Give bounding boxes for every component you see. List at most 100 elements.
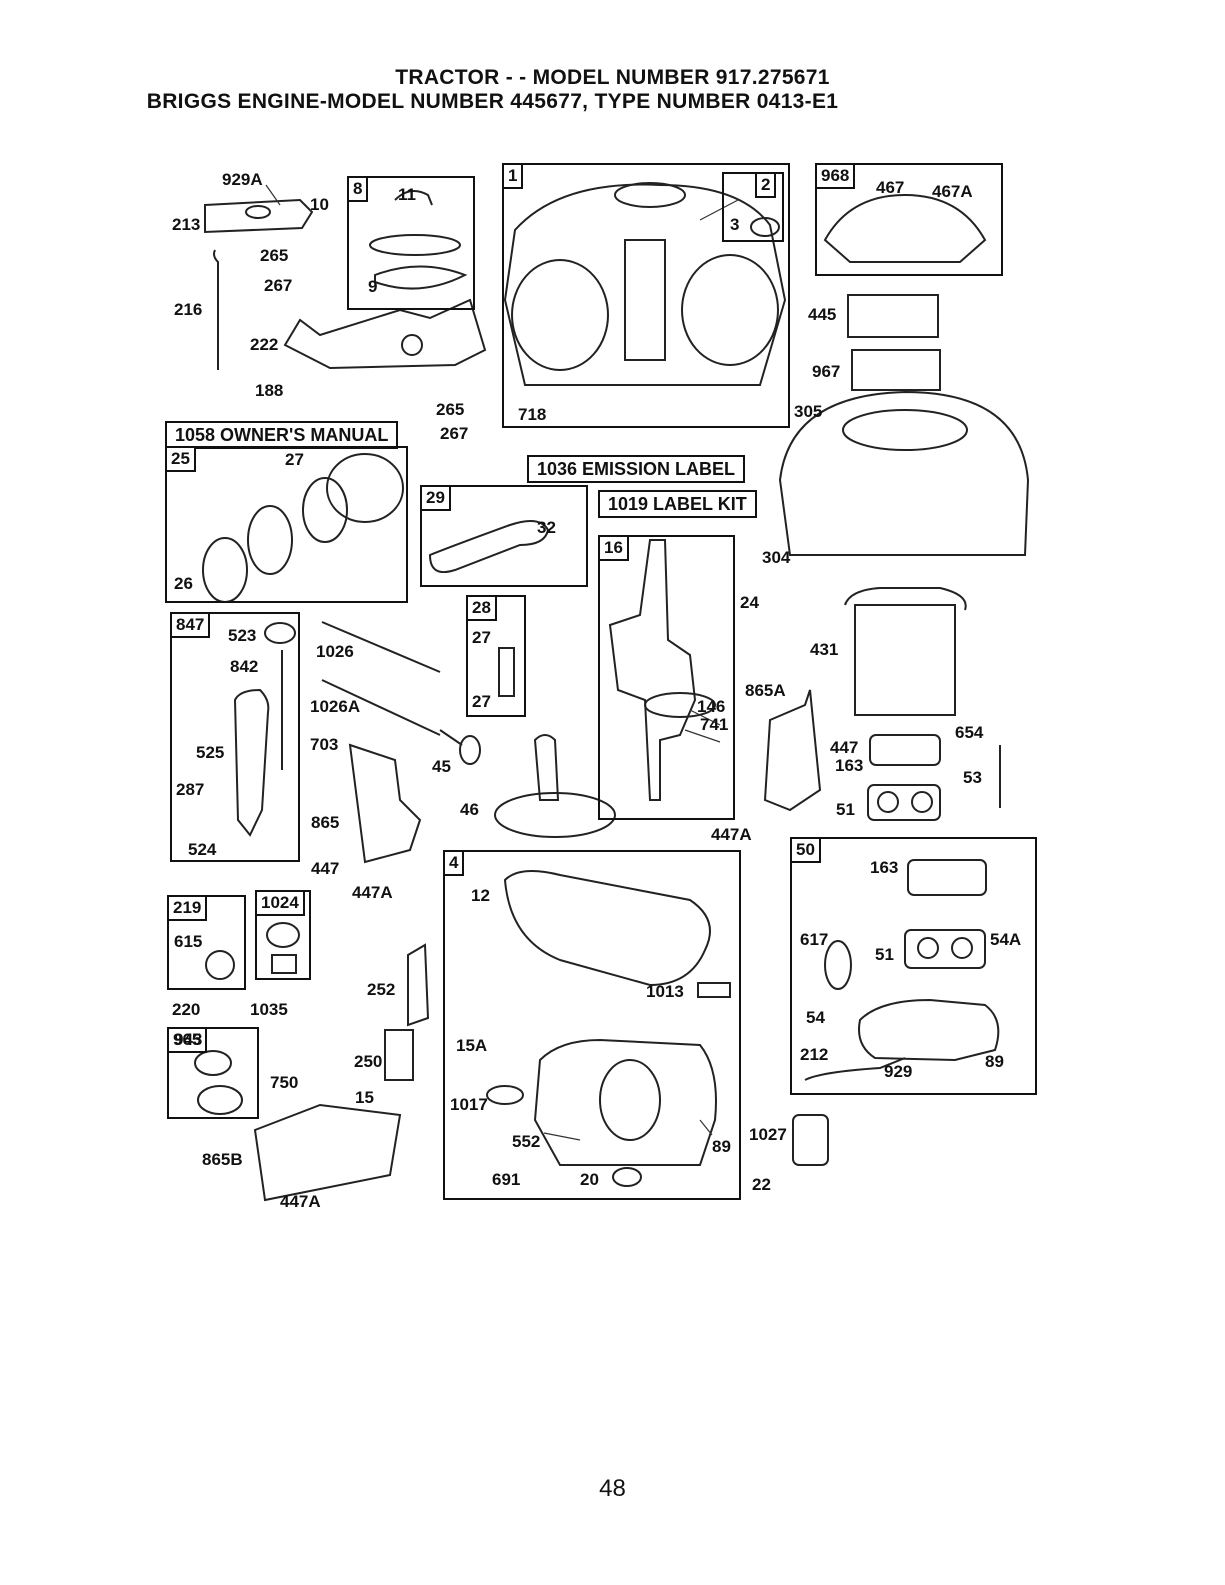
part-callout-54: 54 bbox=[806, 1008, 825, 1027]
part-callout-305: 305 bbox=[794, 402, 823, 421]
part-callout-525: 525 bbox=[196, 743, 225, 762]
part-callout-267-b: 267 bbox=[440, 424, 469, 443]
part-callout-51-a: 51 bbox=[836, 800, 855, 819]
kit-box-25 bbox=[165, 446, 408, 603]
kit-tag-25: 25 bbox=[165, 446, 196, 472]
part-callout-304: 304 bbox=[762, 548, 791, 567]
part-callout-26: 26 bbox=[174, 574, 193, 593]
page-number: 48 bbox=[599, 1475, 626, 1502]
kit-box-968 bbox=[815, 163, 1003, 276]
part-callout-213: 213 bbox=[172, 215, 201, 234]
part-callout-718: 718 bbox=[518, 405, 547, 424]
part-callout-943: 943 bbox=[174, 1030, 203, 1049]
part-callout-741: 741 bbox=[700, 715, 729, 734]
part-callout-447-a: 447 bbox=[830, 738, 859, 757]
part-callout-10: 10 bbox=[310, 195, 329, 214]
part-callout-1013: 1013 bbox=[646, 982, 684, 1001]
owners-manual-banner: 1058 OWNER'S MANUAL bbox=[165, 421, 399, 449]
part-callout-865b: 865B bbox=[202, 1150, 243, 1169]
part-callout-15a: 15A bbox=[456, 1036, 488, 1055]
part-callout-467a: 467A bbox=[932, 182, 973, 201]
part-callout-27-b: 27 bbox=[472, 628, 491, 647]
part-callout-615: 615 bbox=[174, 932, 203, 951]
part-callout-929: 929 bbox=[884, 1062, 913, 1081]
part-callout-12: 12 bbox=[471, 886, 490, 905]
part-callout-865a: 865A bbox=[745, 681, 786, 700]
part-callout-617: 617 bbox=[800, 930, 829, 949]
kit-tag-219: 219 bbox=[167, 895, 208, 921]
kit-tag-28: 28 bbox=[466, 595, 497, 621]
part-callout-750: 750 bbox=[270, 1073, 299, 1092]
kit-box-1 bbox=[502, 163, 790, 428]
part-callout-20: 20 bbox=[580, 1170, 599, 1189]
part-callout-447-b: 447 bbox=[311, 859, 340, 878]
part-callout-45: 45 bbox=[432, 757, 451, 776]
part-callout-51-b: 51 bbox=[875, 945, 894, 964]
kit-tag-16: 16 bbox=[598, 535, 629, 561]
part-callout-24: 24 bbox=[740, 593, 759, 612]
part-callout-216: 216 bbox=[174, 300, 203, 319]
kit-tag-847: 847 bbox=[170, 612, 211, 638]
part-callout-447a-c: 447A bbox=[280, 1192, 321, 1211]
part-callout-929a: 929A bbox=[222, 170, 263, 189]
part-callout-691: 691 bbox=[492, 1170, 521, 1189]
page-subtitle: BRIGGS ENGINE-MODEL NUMBER 445677, TYPE … bbox=[146, 90, 839, 113]
part-callout-89-b: 89 bbox=[712, 1137, 731, 1156]
part-callout-447a-a: 447A bbox=[711, 825, 752, 844]
part-callout-1026a: 1026A bbox=[310, 697, 361, 716]
kit-box-965 bbox=[167, 1027, 259, 1119]
part-callout-27-a: 27 bbox=[285, 450, 304, 469]
kit-box-4 bbox=[443, 850, 741, 1200]
part-callout-3: 3 bbox=[730, 215, 740, 234]
part-callout-523: 523 bbox=[228, 626, 257, 645]
part-callout-11: 11 bbox=[398, 185, 416, 204]
part-callout-265-b: 265 bbox=[436, 400, 465, 419]
part-callout-27-c: 27 bbox=[472, 692, 491, 711]
part-callout-252: 252 bbox=[367, 980, 396, 999]
kit-tag-50: 50 bbox=[790, 837, 821, 863]
part-callout-265-a: 265 bbox=[260, 246, 289, 265]
kit-tag-8: 8 bbox=[347, 176, 369, 202]
label-kit-banner: 1019 LABEL KIT bbox=[598, 490, 757, 518]
kit-tag-965: 965 bbox=[167, 1027, 208, 1053]
part-callout-865: 865 bbox=[311, 813, 340, 832]
part-callout-524: 524 bbox=[188, 840, 217, 859]
part-callout-46: 46 bbox=[460, 800, 479, 819]
part-callout-1017: 1017 bbox=[450, 1095, 488, 1114]
part-callout-163-b: 163 bbox=[870, 858, 899, 877]
kit-box-8 bbox=[347, 176, 475, 310]
part-callout-53: 53 bbox=[963, 768, 982, 787]
kit-tag-2: 2 bbox=[755, 172, 777, 198]
kit-tag-29: 29 bbox=[420, 485, 451, 511]
part-callout-22: 22 bbox=[752, 1175, 771, 1194]
part-callout-287: 287 bbox=[176, 780, 205, 799]
kit-tag-4: 4 bbox=[443, 850, 465, 876]
part-callout-1026: 1026 bbox=[316, 642, 354, 661]
part-callout-220: 220 bbox=[172, 1000, 201, 1019]
part-callout-447a-b: 447A bbox=[352, 883, 393, 902]
part-callout-89-a: 89 bbox=[985, 1052, 1004, 1071]
part-callout-1035: 1035 bbox=[250, 1000, 288, 1019]
part-callout-250: 250 bbox=[354, 1052, 383, 1071]
part-callout-467: 467 bbox=[876, 178, 905, 197]
kit-box-847 bbox=[170, 612, 300, 862]
part-callout-842: 842 bbox=[230, 657, 259, 676]
part-callout-703: 703 bbox=[310, 735, 339, 754]
part-callout-212: 212 bbox=[800, 1045, 829, 1064]
part-callout-15: 15 bbox=[355, 1088, 374, 1107]
part-callout-267-a: 267 bbox=[264, 276, 293, 295]
part-callout-9: 9 bbox=[368, 277, 378, 296]
part-callout-552: 552 bbox=[512, 1132, 541, 1151]
part-callout-1027: 1027 bbox=[749, 1125, 787, 1144]
part-callout-654: 654 bbox=[955, 723, 984, 742]
part-callout-222: 222 bbox=[250, 335, 279, 354]
kit-box-2 bbox=[722, 172, 784, 242]
kit-box-16 bbox=[598, 535, 735, 820]
kit-tag-1024: 1024 bbox=[255, 890, 305, 916]
kit-box-50 bbox=[790, 837, 1037, 1095]
page-title: TRACTOR - - MODEL NUMBER 917.275671 bbox=[395, 66, 830, 89]
kit-tag-968: 968 bbox=[815, 163, 856, 189]
part-callout-32: 32 bbox=[537, 518, 556, 537]
part-callout-54a: 54A bbox=[990, 930, 1022, 949]
